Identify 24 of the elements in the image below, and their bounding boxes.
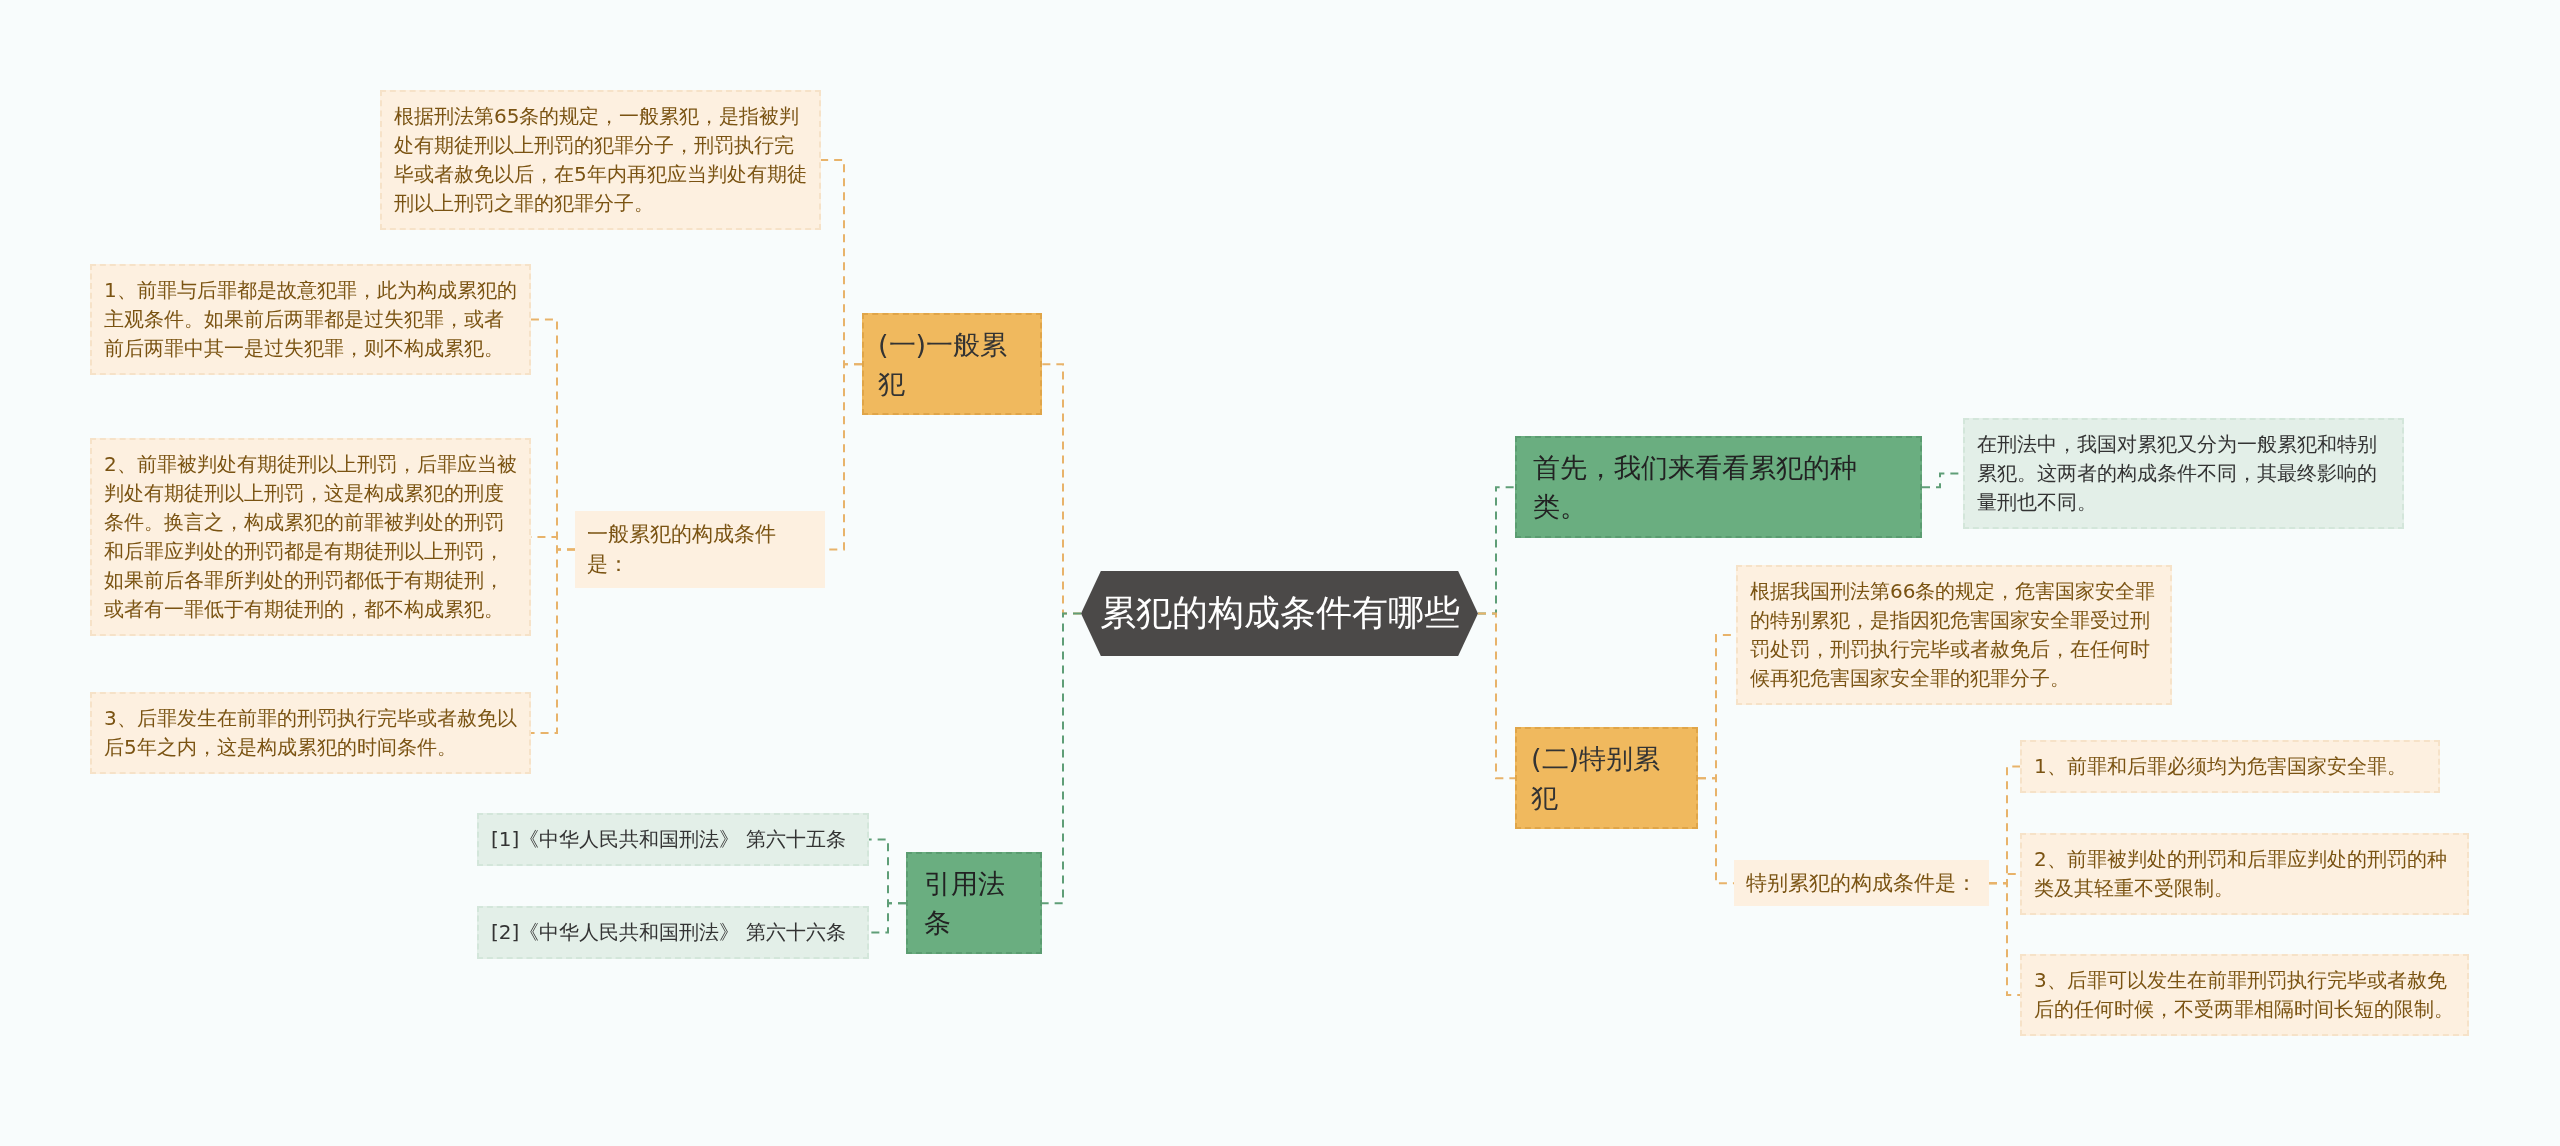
text-card: 在刑法中，我国对累犯又分为一般累犯和特别累犯。这两者的构成条件不同，其最终影响的量刑也不同。 bbox=[1963, 418, 2404, 529]
text-card: 3、后罪发生在前罪的刑罚执行完毕或者赦免以后5年之内，这是构成累犯的时间条件。 bbox=[90, 692, 531, 774]
branch-topic: (二)特别累犯 bbox=[1515, 727, 1698, 830]
text-card: 1、前罪与后罪都是故意犯罪，此为构成累犯的主观条件。如果前后两罪都是过失犯罪，或者前后两罪中其一是过失犯罪，则不构成累犯。 bbox=[90, 264, 531, 375]
text-card: 3、后罪可以发生在前罪刑罚执行完毕或者赦免后的任何时候，不受两罪相隔时间长短的限制。 bbox=[2020, 954, 2469, 1036]
root-topic: 累犯的构成条件有哪些 bbox=[1081, 571, 1478, 656]
text-card: 根据刑法第65条的规定，一般累犯，是指被判处有期徒刑以上刑罚的犯罪分子，刑罚执行完毕或者赦免以后，在5年内再犯应当判处有期徒刑以上刑罚之罪的犯罪分子。 bbox=[380, 90, 821, 230]
connector-line bbox=[1477, 612, 1516, 780]
branch-topic: 引用法条 bbox=[906, 852, 1042, 955]
connector-line bbox=[530, 548, 576, 734]
connector-line bbox=[1988, 882, 2021, 996]
citation-card: [2]《中华人民共和国刑法》 第六十六条 bbox=[477, 906, 869, 959]
citation-card: [1]《中华人民共和国刑法》 第六十五条 bbox=[477, 813, 869, 866]
branch-topic: (一)一般累犯 bbox=[862, 313, 1042, 416]
text-card: 1、前罪和后罪必须均为危害国家安全罪。 bbox=[2020, 740, 2440, 793]
connector-line bbox=[868, 902, 907, 934]
connector-line bbox=[1697, 777, 1735, 885]
connector-line bbox=[1041, 612, 1082, 905]
subtopic-label: 特别累犯的构成条件是： bbox=[1734, 860, 1989, 907]
branch-topic: 首先，我们来看看累犯的种类。 bbox=[1515, 436, 1922, 539]
text-card: 根据我国刑法第66条的规定，危害国家安全罪的特别累犯，是指因犯危害国家安全罪受过刑罚处罚，刑罚执行完毕或者赦免后，在任何时候再犯危害国家安全罪的犯罪分子。 bbox=[1736, 565, 2172, 705]
text-card: 2、前罪被判处的刑罚和后罪应判处的刑罚的种类及其轻重不受限制。 bbox=[2020, 833, 2469, 915]
subtopic-label: 一般累犯的构成条件是： bbox=[575, 511, 825, 588]
text-card: 2、前罪被判处有期徒刑以上刑罚，后罪应当被判处有期徒刑以上刑罚，这是构成累犯的刑度条件。换言之，构成累犯的前罪被判处的刑罚和后罪应判处的刑罚都是有期徒刑以上刑罚，如果前后各罪所判处的刑罚都低于有期徒刑，或者有一罪低于有期徒刑的，都不构成累犯。 bbox=[90, 438, 531, 636]
